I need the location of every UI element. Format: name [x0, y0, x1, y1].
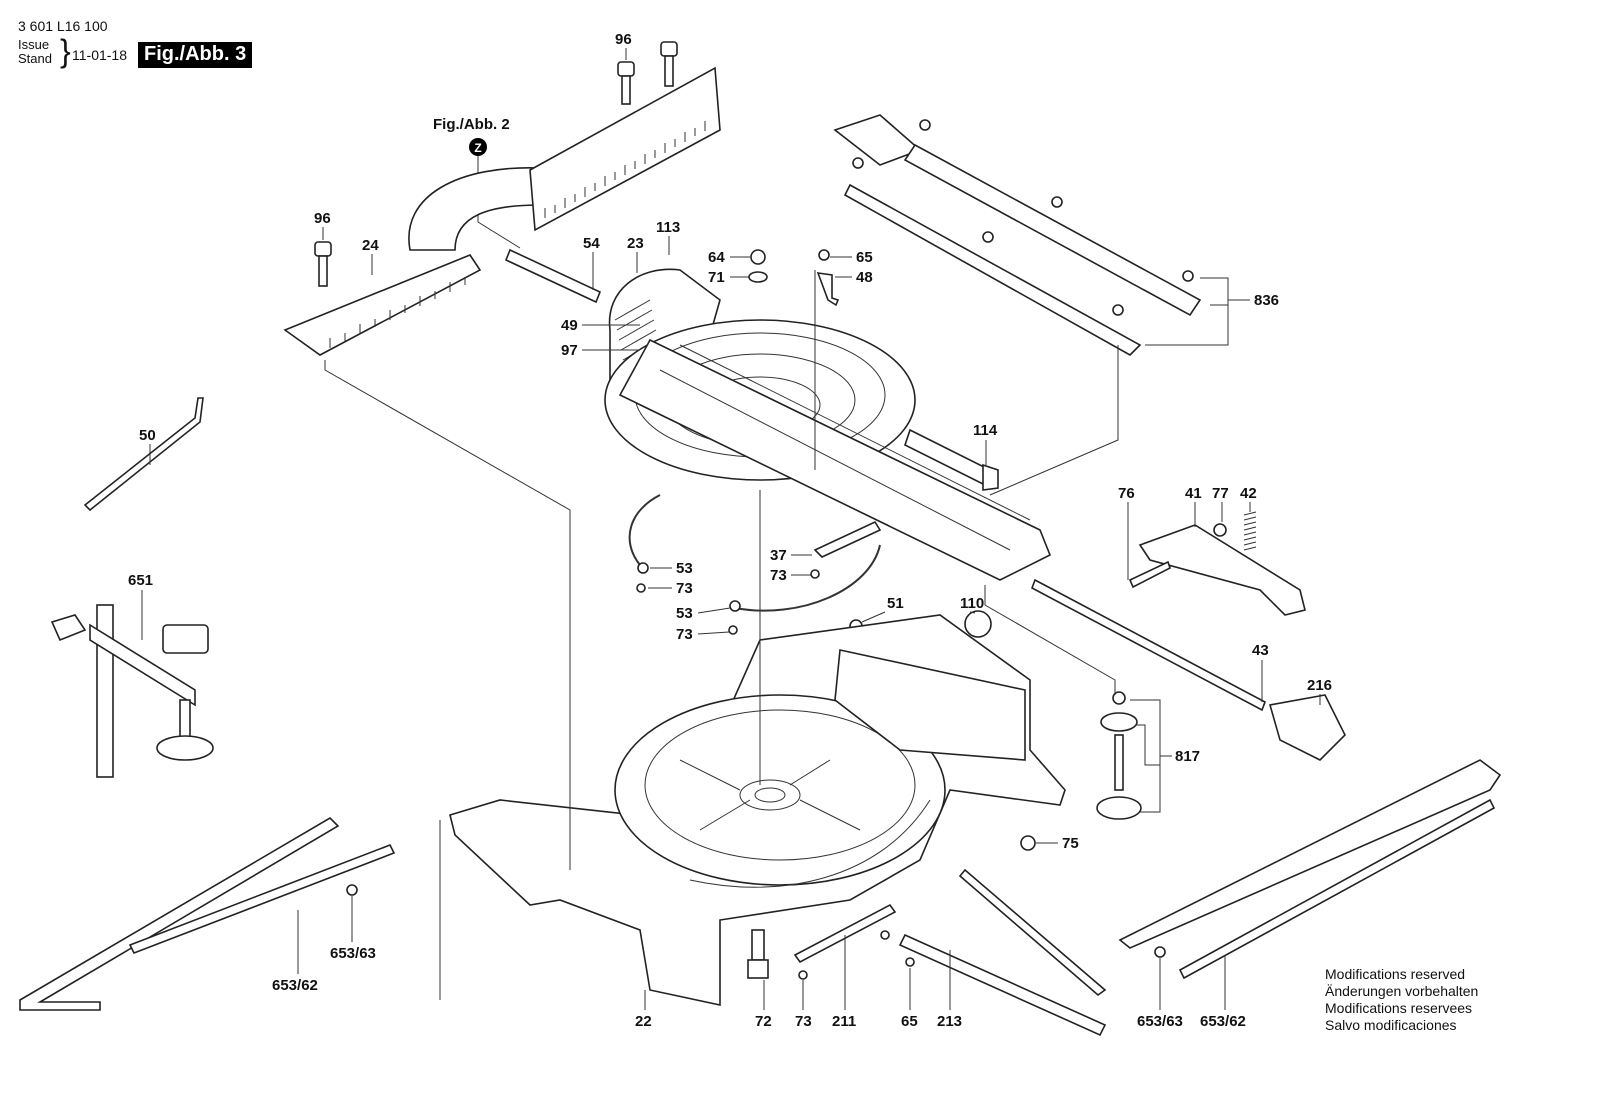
reference-marker: Z [474, 141, 481, 155]
label-75: 75 [1062, 835, 1079, 852]
issue-label-en: Issue [18, 37, 50, 52]
work-clamp-651 [50, 604, 214, 778]
nut-817 [1112, 691, 1126, 705]
label-50: 50 [139, 427, 156, 444]
strap-211 [793, 903, 897, 964]
label-72: 72 [755, 1013, 772, 1030]
foot-75 [1020, 835, 1036, 851]
reference-figure-label: Fig./Abb. 2 [433, 116, 510, 133]
wire-53-b [734, 544, 881, 612]
label-110: 110 [960, 595, 984, 612]
label-65: 65 [901, 1013, 918, 1030]
label-43: 43 [1252, 642, 1269, 659]
label-211: 211 [832, 1013, 856, 1030]
hex-key-50 [83, 397, 204, 512]
fence-bar-screws [852, 119, 1194, 316]
label-53: 53 [676, 560, 693, 577]
label-42: 42 [1240, 485, 1257, 502]
nut-77 [1213, 523, 1227, 537]
label-73: 73 [676, 580, 693, 597]
reference-marker-circle [469, 138, 487, 156]
brace-glyph: } [60, 33, 71, 69]
extension-rod-653-62-right [1118, 759, 1502, 949]
label-653-63: 653/63 [330, 945, 376, 962]
notice-en: Modifications reserved [1325, 966, 1466, 982]
notice-es: Salvo modificaciones [1325, 1017, 1457, 1033]
label-53: 53 [676, 605, 693, 622]
label-51: 51 [887, 595, 904, 612]
label-836: 836 [1254, 292, 1279, 309]
right-fence [529, 66, 721, 232]
fence-bar-836-c [843, 183, 1142, 356]
left-fence-scale [329, 277, 466, 348]
label-653-63: 653/63 [1137, 1013, 1183, 1030]
label-653-62: 653/62 [1200, 1013, 1246, 1030]
rod-213 [898, 933, 1107, 1037]
base-wing [834, 649, 1026, 761]
right-fence-scale [544, 121, 706, 218]
screw-653-63-right [1154, 946, 1166, 958]
label-73: 73 [676, 626, 693, 643]
label-71: 71 [708, 269, 725, 286]
screw-72 [747, 929, 769, 979]
label-73: 73 [795, 1013, 812, 1030]
label-213: 213 [937, 1013, 962, 1030]
label-114: 114 [973, 422, 998, 439]
modifications-notice: Modifications reserved Änderungen vorbeh… [1325, 966, 1478, 1034]
left-fence [283, 254, 482, 356]
rod-43 [1031, 578, 1266, 712]
label-76: 76 [1118, 485, 1135, 502]
label-24: 24 [362, 237, 379, 254]
knob-216 [1268, 694, 1346, 761]
label-817: 817 [1175, 748, 1200, 765]
notice-de: Änderungen vorbehalten [1325, 983, 1479, 999]
label-73: 73 [770, 567, 787, 584]
spring-42 [1243, 511, 1257, 551]
label-64: 64 [708, 249, 725, 266]
callouts: 96 96 24 54 23 113 64 71 65 48 49 97 836… [128, 31, 1332, 1030]
label-23: 23 [627, 235, 644, 252]
bolt-76 [1128, 560, 1171, 589]
label-653-62: 653/62 [272, 977, 318, 994]
label-216: 216 [1307, 677, 1332, 694]
label-96: 96 [314, 210, 331, 227]
label-65: 65 [856, 249, 873, 266]
label-41: 41 [1185, 485, 1202, 502]
fence-bar-836-b [903, 143, 1202, 317]
label-54: 54 [583, 235, 600, 252]
document-number: 3 601 L16 100 [18, 18, 108, 34]
notice-fr: Modifications reservees [1325, 1000, 1473, 1016]
screw-96-b [660, 41, 678, 87]
issue-date: 11-01-18 [72, 47, 128, 63]
label-113: 113 [656, 219, 680, 236]
cap-110 [964, 610, 992, 638]
screw-96-a [617, 61, 635, 105]
miter-scale [689, 799, 931, 888]
screw-653-63-left [346, 884, 358, 896]
pin-54 [504, 248, 602, 304]
wire-53-a [628, 494, 661, 566]
label-49: 49 [561, 317, 578, 334]
extension-rod-653-62-left [19, 816, 340, 1011]
label-97: 97 [561, 342, 578, 359]
figure-title: Fig./Abb. 3 [138, 42, 253, 68]
label-48: 48 [856, 269, 873, 286]
issue-labels: Issue Stand [18, 38, 52, 66]
fence-arc [408, 167, 541, 251]
bracket-37 [813, 520, 882, 558]
label-96: 96 [615, 31, 632, 48]
label-77: 77 [1212, 485, 1229, 502]
label-22: 22 [635, 1013, 652, 1030]
issue-label-de: Stand [18, 51, 52, 66]
label-651: 651 [128, 572, 153, 589]
label-37: 37 [770, 547, 787, 564]
screw-96-c [314, 241, 332, 287]
spring-49 [614, 299, 659, 361]
